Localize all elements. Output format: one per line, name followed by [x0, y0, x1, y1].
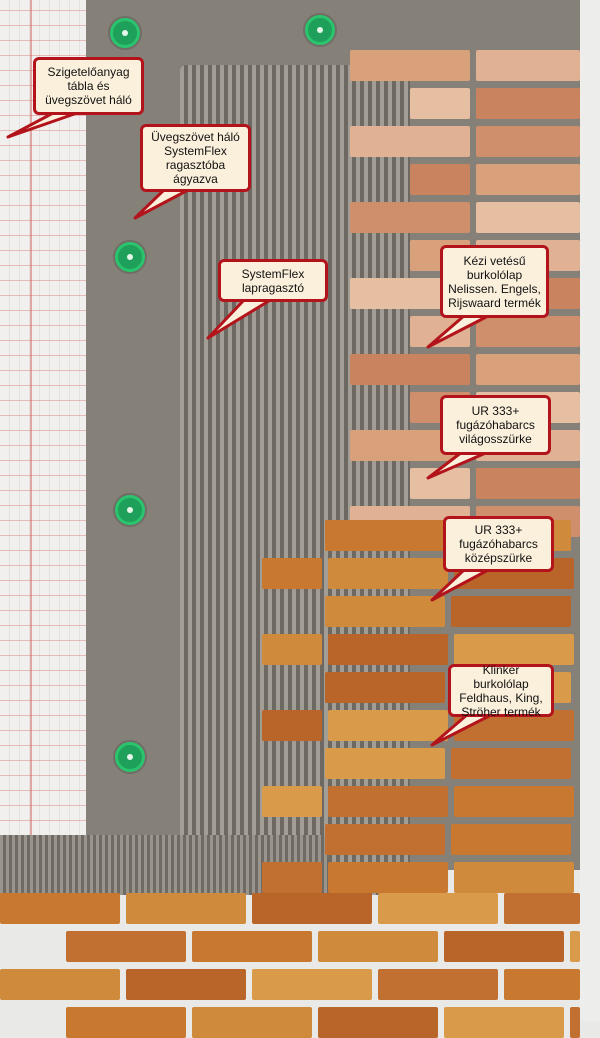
callout-pointer — [206, 297, 274, 340]
background-wall — [580, 0, 600, 1021]
callout-glass-mesh: Üvegszövet háló SystemFlex ragasztóba ág… — [140, 124, 251, 192]
brick — [476, 354, 580, 385]
brick — [126, 893, 246, 924]
brick — [0, 893, 120, 924]
brick — [328, 634, 448, 665]
callout-grout-mid-grey: UR 333+ fugázóhabarcs középszürke — [443, 516, 554, 572]
callout-text: Kézi vetésű burkolólap Nelissen. Engels,… — [448, 253, 541, 310]
insulation-dowel-icon — [110, 18, 140, 48]
insulation-dowel-icon — [115, 742, 145, 772]
brick — [476, 164, 580, 195]
callout-handmade-tile: Kézi vetésű burkolólap Nelissen. Engels,… — [440, 245, 549, 318]
callout-text: Üvegszövet háló SystemFlex ragasztóba ág… — [151, 130, 240, 186]
brick — [262, 786, 322, 817]
insulation-board — [0, 0, 86, 835]
callout-text: SystemFlex lapragasztó — [241, 266, 305, 295]
brick — [476, 202, 580, 233]
callout-text: Szigetelőanyag tábla és üvegszövet háló — [45, 65, 132, 107]
callout-pointer — [133, 187, 192, 220]
brick — [476, 50, 580, 81]
brick — [325, 596, 445, 627]
brick — [325, 520, 445, 551]
insulation-dowel-icon — [305, 15, 335, 45]
callout-pointer — [426, 313, 492, 349]
brick — [262, 710, 322, 741]
brick — [350, 202, 470, 233]
brick — [350, 354, 470, 385]
brick — [444, 931, 564, 962]
brick — [504, 969, 580, 1000]
ruler-marking — [30, 0, 32, 835]
brick — [325, 748, 445, 779]
brick — [66, 931, 186, 962]
brick — [325, 824, 445, 855]
callout-tile-adhesive: SystemFlex lapragasztó — [218, 259, 328, 302]
callout-pointer — [430, 712, 495, 747]
callout-text: UR 333+ fugázóhabarcs világosszürke — [456, 404, 535, 446]
callout-pointer — [430, 567, 492, 602]
brick — [476, 316, 580, 347]
brick — [318, 931, 438, 962]
brick — [451, 824, 571, 855]
brick — [570, 931, 580, 962]
brick — [378, 969, 498, 1000]
brick — [350, 126, 470, 157]
brick — [476, 126, 580, 157]
brick — [410, 88, 470, 119]
brick — [476, 88, 580, 119]
brick — [350, 50, 470, 81]
brick — [328, 786, 448, 817]
brick — [476, 468, 580, 499]
brick — [252, 969, 372, 1000]
callout-pointer — [6, 110, 82, 139]
insulation-dowel-icon — [115, 242, 145, 272]
brick — [262, 862, 322, 893]
callout-insulation-board: Szigetelőanyag tábla és üvegszövet háló — [33, 57, 144, 115]
brick — [192, 931, 312, 962]
brick — [451, 748, 571, 779]
brick — [262, 558, 322, 589]
brick — [126, 969, 246, 1000]
callout-grout-light-grey: UR 333+ fugázóhabarcs világosszürke — [440, 395, 551, 455]
brick — [325, 672, 445, 703]
callout-pointer — [426, 450, 490, 480]
callout-clinker-tile: Klinker burkolólap Feldhaus, King, Ströh… — [448, 662, 554, 719]
brick — [454, 786, 574, 817]
callout-text: Klinker burkolólap Feldhaus, King, Ströh… — [459, 662, 543, 719]
brick — [328, 558, 448, 589]
brick — [410, 164, 470, 195]
brick — [252, 893, 372, 924]
insulation-dowel-icon — [115, 495, 145, 525]
brick — [262, 634, 322, 665]
brick — [451, 596, 571, 627]
brick — [378, 893, 498, 924]
callout-text: UR 333+ fugázóhabarcs középszürke — [459, 523, 538, 565]
brick — [454, 862, 574, 893]
brick — [328, 710, 448, 741]
brick — [454, 634, 574, 665]
brick — [504, 893, 580, 924]
brick — [328, 862, 448, 893]
brick — [0, 969, 120, 1000]
